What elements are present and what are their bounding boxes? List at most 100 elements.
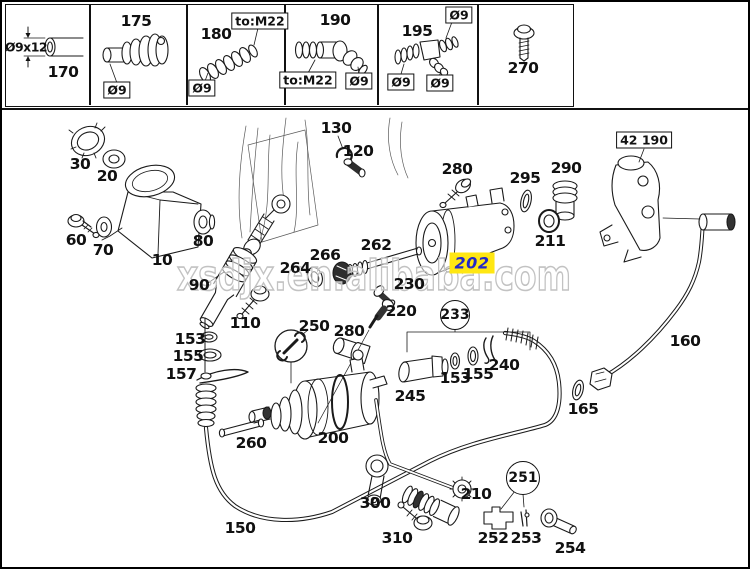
- part-150-hose: [195, 317, 562, 523]
- part-label: 70: [92, 241, 114, 259]
- section-separator: [0, 108, 750, 110]
- boxed-tag: Ø9: [103, 81, 131, 99]
- part-label: 180: [200, 25, 232, 43]
- part-290-fitting: [552, 180, 578, 221]
- part-label: 175: [120, 12, 152, 30]
- part-10-reservoir: [101, 164, 202, 259]
- part-110-bolt: [236, 285, 270, 320]
- top-detail-boxes: [5, 4, 574, 107]
- part-label: 130: [320, 119, 352, 137]
- part-label: 120: [342, 142, 374, 160]
- part-pushrod-eye: [265, 194, 291, 219]
- boxed-tag: Ø9: [188, 79, 216, 97]
- part-240-clip: [483, 335, 496, 364]
- part-266-piece: [332, 261, 352, 285]
- part-label: 20: [96, 167, 118, 185]
- part-label: 262: [360, 236, 392, 254]
- part-label: 230: [393, 275, 425, 293]
- boxed-tag: to:M22: [231, 12, 289, 30]
- box-divider: [186, 4, 188, 105]
- part-280-bolt-upper: [439, 178, 472, 209]
- part-270-bolt: [513, 24, 535, 62]
- firewall-sketch: [238, 117, 409, 243]
- part-254-fitting: [540, 508, 577, 535]
- leader-lines: [337, 135, 525, 510]
- part-label: 165: [567, 400, 599, 418]
- part-label: 253: [510, 529, 542, 547]
- circled-label: 251: [506, 461, 540, 495]
- part-label: 220: [385, 302, 417, 320]
- boxed-tag: to:M22: [279, 71, 337, 89]
- part-label: 155: [172, 347, 204, 365]
- part-label: 190: [319, 11, 351, 29]
- part-label: 110: [229, 314, 261, 332]
- boxed-tag: Ø9: [345, 72, 373, 90]
- boxed-tag: 42 190: [616, 131, 672, 149]
- part-160-pipe: [589, 213, 736, 391]
- part-label: 90: [188, 276, 210, 294]
- part-label: 270: [507, 59, 539, 77]
- boxed-tag: Ø9: [426, 74, 454, 92]
- part-180-hose: [198, 27, 259, 83]
- part-label: 160: [669, 332, 701, 350]
- part-42190-valve: [599, 148, 701, 263]
- part-label: 60: [65, 231, 87, 249]
- part-pushrod-spring: [247, 213, 275, 248]
- part-label: 211: [534, 232, 566, 250]
- highlighted-part-202[interactable]: 202: [449, 252, 495, 274]
- part-260-rod: [218, 418, 265, 438]
- part-295-oring: [520, 189, 532, 213]
- part-200-cylinder-assy: [248, 349, 388, 440]
- part-label: 300: [359, 494, 391, 512]
- part-190-elbow: [294, 40, 368, 76]
- part-90-cylinder: [199, 246, 258, 330]
- part-170-tube: [23, 26, 84, 68]
- part-70-washer: [95, 216, 113, 238]
- part-210-connector: [401, 476, 475, 526]
- part-165-washer: [572, 379, 584, 401]
- part-120-pin: [343, 158, 366, 178]
- part-label: 252: [477, 529, 509, 547]
- part-153-washer-right: [449, 352, 461, 370]
- part-label: 310: [381, 529, 413, 547]
- part-label: 210: [460, 485, 492, 503]
- part-label: 245: [394, 387, 426, 405]
- part-label: 290: [550, 159, 582, 177]
- part-label: 155: [462, 365, 494, 383]
- part-label: 250: [298, 317, 330, 335]
- part-label: 295: [509, 169, 541, 187]
- part-264-cup: [307, 266, 323, 288]
- part-20-grommet: [102, 149, 126, 169]
- part-195-tee: [394, 21, 459, 77]
- part-label: 30: [69, 155, 91, 173]
- part-label: 264: [279, 259, 311, 277]
- box-divider: [377, 4, 379, 105]
- part-label: 260: [235, 434, 267, 452]
- watermark: xsdjx.en.alibaba.com: [177, 251, 571, 300]
- leader-90: [207, 271, 225, 284]
- boxed-tag: Ø9: [445, 6, 473, 24]
- part-label: 10: [151, 251, 173, 269]
- part-label: 153: [439, 369, 471, 387]
- part-175-connector: [102, 33, 169, 84]
- box-divider: [284, 4, 286, 105]
- part-label: 266: [309, 246, 341, 264]
- part-label: 153: [174, 330, 206, 348]
- part-253-clip: [520, 509, 530, 527]
- part-155-washer-right: [467, 346, 479, 366]
- part-label: 80: [192, 232, 214, 250]
- part-30-cap: [68, 122, 106, 159]
- part-label: 170: [47, 63, 79, 81]
- part-300-clamp: [365, 454, 389, 506]
- part-252-bracket: [483, 506, 514, 530]
- part-label: Ø9x12: [4, 39, 48, 55]
- circled-label: 233: [440, 300, 470, 330]
- part-label: 280: [333, 322, 365, 340]
- hose-200-210: [374, 398, 458, 491]
- part-label: 200: [317, 429, 349, 447]
- wrench-icon: [274, 329, 309, 384]
- part-245-fitting: [398, 355, 449, 383]
- part-80-grommet: [193, 209, 216, 235]
